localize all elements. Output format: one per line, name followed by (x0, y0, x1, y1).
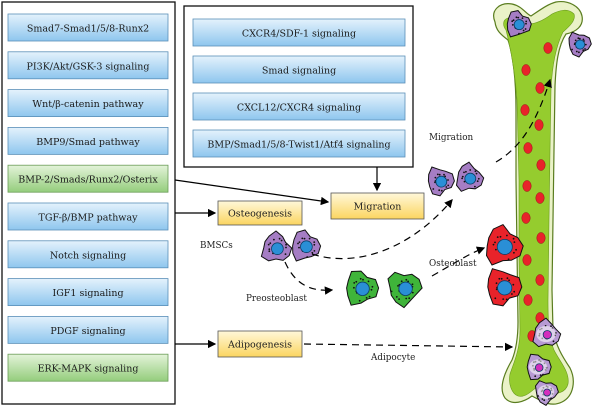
migration-process-box: Migration (330, 192, 425, 220)
left-item-box (7, 202, 169, 231)
left-item-label: TGF-β/BMP pathway (39, 213, 139, 224)
left-item: BMP-2/Smads/Runx2/Osterix (7, 164, 169, 193)
left-item: Notch signaling (7, 240, 169, 269)
migration-cell-label: Migration (429, 133, 474, 143)
red-blood-cell (535, 82, 545, 94)
adipogenesis-process-label: Adipogenesis (227, 340, 292, 351)
left-item: IGF1 signaling (7, 278, 169, 307)
left-item-label: PDGF signaling (50, 326, 125, 337)
red-blood-cell (534, 119, 544, 131)
msc-cell (427, 166, 455, 197)
left-item-box (7, 127, 169, 155)
left-item-label: IGF1 signaling (52, 288, 123, 299)
pre-cell (387, 271, 423, 309)
cell-illustrations (260, 10, 592, 406)
top-item-label: BMP/Smad1/5/8-Twist1/Atf4 signaling (207, 140, 390, 151)
left-item: Smad7-Smad1/5/8-Runx2 (7, 13, 169, 42)
top-item-label: Smad signaling (262, 66, 336, 77)
top-item: CXCR4/SDF-1 signaling (192, 18, 406, 47)
arrow-migration-to-bone (495, 78, 552, 163)
top-item-label: CXCL12/CXCR4 signaling (237, 103, 361, 114)
migration-process-label: Migration (354, 202, 402, 213)
left-item-label: PI3K/Akt/GSK-3 signaling (27, 61, 150, 72)
left-item-label: Notch signaling (50, 250, 126, 261)
osteo-cell (485, 223, 524, 266)
blood-cells (520, 42, 553, 342)
msc-cell (455, 161, 485, 192)
red-blood-cell (521, 212, 531, 224)
adipogenesis-process-box: Adipogenesis (217, 330, 303, 358)
red-blood-cell (521, 64, 531, 76)
arrow-adipogenesis-to-bone (303, 342, 514, 352)
arrow-bmp2-to-migration (174, 179, 330, 206)
msc-cell (260, 230, 293, 262)
red-blood-cell (523, 142, 533, 154)
left-item-box (7, 13, 169, 42)
red-blood-cell (536, 159, 546, 171)
top-item-label: CXCR4/SDF-1 signaling (242, 29, 356, 40)
red-blood-cell (523, 294, 533, 306)
red-blood-cell (536, 232, 546, 244)
left-item: Wnt/β-catenin pathway (7, 89, 169, 117)
left-item-label: BMP-2/Smads/Runx2/Osterix (18, 175, 158, 186)
left-item-label: Smad7-Smad1/5/8-Runx2 (27, 24, 149, 35)
msc-cell (506, 10, 532, 38)
top-item-box (192, 55, 406, 84)
adipo-cell (526, 353, 552, 381)
osteoblast-label: Osteoblast (429, 259, 477, 269)
adipo-cell (532, 317, 562, 348)
red-blood-cell (535, 192, 545, 204)
adipo-cell (534, 380, 559, 406)
left-item-box (7, 164, 169, 193)
pre-cell (346, 270, 380, 306)
left-item-box (7, 278, 169, 307)
bone-illustration (493, 1, 583, 405)
top-item-box (192, 18, 406, 47)
left-item-label: ERK-MAPK signaling (38, 364, 139, 375)
red-blood-cell (520, 104, 530, 116)
top-item: CXCL12/CXCR4 signaling (192, 92, 406, 121)
preosteoblast-label: Preosteoblast (246, 294, 307, 304)
left-item: ERK-MAPK signaling (7, 353, 169, 382)
left-panel-items: Smad7-Smad1/5/8-Runx2 PI3K/Akt/GSK-3 sig… (7, 13, 169, 382)
left-item: TGF-β/BMP pathway (7, 202, 169, 231)
left-item-label: BMP9/Smad pathway (36, 137, 140, 148)
osteogenesis-process-box: Osteogenesis (217, 200, 303, 226)
osteo-cell (487, 268, 523, 307)
top-panel-items: CXCR4/SDF-1 signaling Smad signaling CXC… (192, 18, 406, 158)
red-blood-cell (535, 274, 545, 286)
arrow-preosteoblast-to-osteoblast (431, 246, 486, 277)
msc-cell (292, 229, 322, 262)
bmscs-label: BMSCs (200, 241, 233, 251)
arrow-bmsc-to-migration (311, 199, 453, 260)
msc-cell (568, 31, 592, 58)
top-item: Smad signaling (192, 55, 406, 84)
top-item-box (192, 129, 406, 158)
dashed-arrows (284, 78, 552, 352)
left-item-box (7, 51, 169, 80)
osteogenesis-process-label: Osteogenesis (228, 209, 292, 220)
red-blood-cell (522, 180, 532, 192)
left-item-box (7, 89, 169, 117)
top-item: BMP/Smad1/5/8-Twist1/Atf4 signaling (192, 129, 406, 158)
red-blood-cell (522, 254, 532, 266)
arrow-bmsc-to-preosteoblast (284, 261, 334, 295)
left-item-label: Wnt/β-catenin pathway (32, 99, 144, 110)
red-blood-cell (543, 42, 553, 54)
adipocyte-label: Adipocyte (370, 353, 415, 363)
left-item: BMP9/Smad pathway (7, 127, 169, 155)
left-item: PDGF signaling (7, 315, 169, 344)
left-item-box (7, 315, 169, 344)
left-item-box (7, 240, 169, 269)
top-item-box (192, 92, 406, 121)
left-item-box (7, 353, 169, 382)
left-item: PI3K/Akt/GSK-3 signaling (7, 51, 169, 80)
